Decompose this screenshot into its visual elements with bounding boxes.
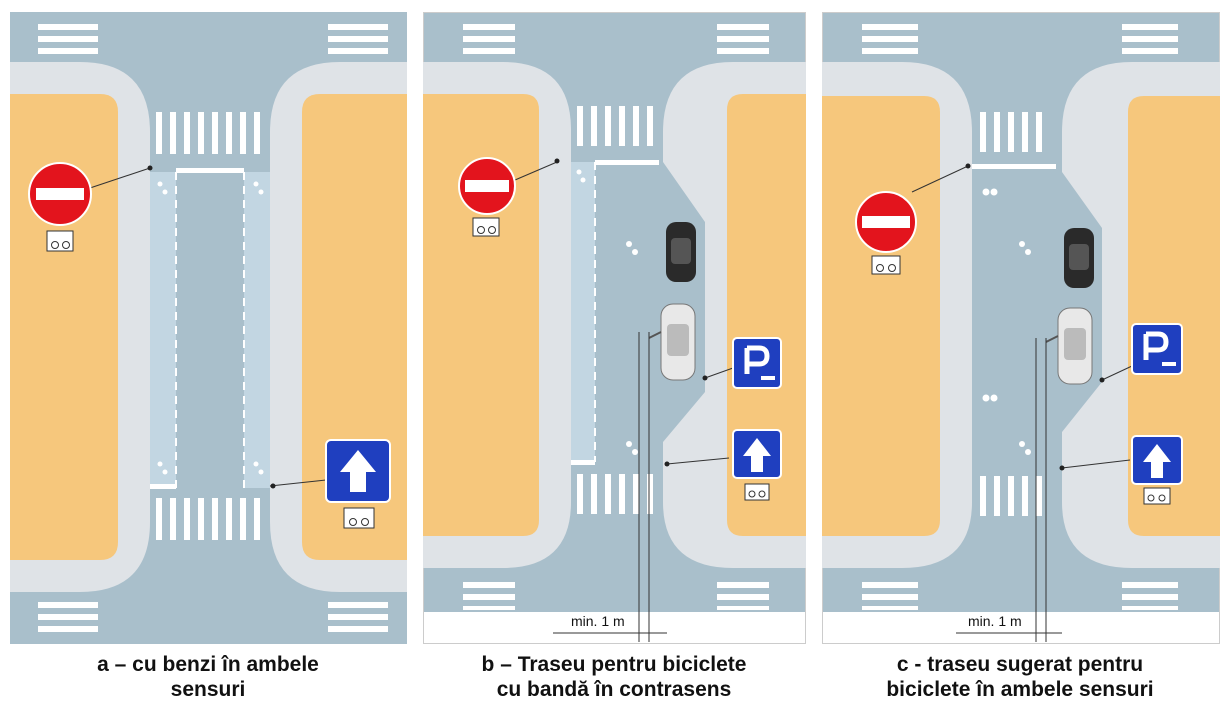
panel-b: min. 1 m	[423, 12, 806, 644]
measure-label: min. 1 m	[571, 613, 625, 629]
panel-a-drawing	[10, 12, 407, 644]
crossing-top	[980, 112, 1042, 152]
bicycle-plate-icon	[871, 255, 901, 275]
measure-strip	[423, 612, 806, 644]
sign-pointer-b2	[704, 367, 734, 379]
pointer-dot	[270, 483, 276, 489]
caption-c: c - traseu sugerat pentru biciclete în a…	[820, 652, 1220, 702]
bottom-crossing-marks	[38, 602, 388, 632]
bike-lane-left	[150, 172, 176, 488]
bottom-crossing-marks	[463, 582, 769, 610]
pointer-dot	[965, 163, 971, 169]
car-icon	[648, 303, 696, 381]
bicycle-plate-icon	[472, 217, 500, 237]
parking-sign-icon	[1131, 323, 1183, 375]
stop-line-top	[972, 164, 1056, 169]
caption-a: a – cu benzi în ambele sensuri	[8, 652, 408, 702]
left-building	[423, 94, 539, 536]
stop-line-top	[176, 168, 244, 173]
bicycle-plate-icon	[1143, 487, 1171, 505]
sign-pointer-c1	[911, 165, 969, 193]
one-way-arrow-sign-icon	[1131, 435, 1183, 485]
no-entry-sign-icon	[28, 162, 92, 226]
no-entry-sign-icon	[855, 191, 917, 253]
crossing-bottom	[156, 498, 260, 540]
left-building	[822, 96, 940, 536]
pointer-dot	[702, 375, 708, 381]
panel-c-drawing	[822, 12, 1220, 644]
bicycle-symbol-icon	[157, 181, 264, 475]
stop-line-bottom	[150, 484, 176, 489]
caption-c-line1: c - traseu sugerat pentru	[896, 653, 1144, 676]
panel-b-drawing	[423, 12, 806, 644]
bicycle-symbol-icon	[576, 169, 638, 455]
sign-pointer-a2	[269, 479, 327, 487]
sign-pointer-b1	[514, 161, 558, 181]
contraflow-bike-lane	[571, 162, 595, 462]
crossing-bottom	[980, 476, 1042, 516]
sign-pointer-c2	[1101, 365, 1133, 381]
caption-b: b – Traseu pentru biciclete cu bandă în …	[414, 652, 814, 702]
crossing-bottom	[577, 474, 653, 514]
caption-c-line2: biciclete în ambele sensuri	[886, 678, 1154, 701]
bicycle-plate-icon	[343, 507, 375, 529]
sign-pointer-a1	[89, 167, 151, 189]
bicycle-plate-icon	[46, 230, 74, 252]
top-crossing-marks	[463, 24, 769, 54]
panel-c: min. 1 m	[822, 12, 1220, 644]
caption-b-line1: b – Traseu pentru biciclete	[481, 653, 747, 676]
car-icon	[1064, 228, 1094, 288]
right-building	[1128, 96, 1220, 536]
crossing-top	[156, 112, 260, 154]
one-way-arrow-sign-icon	[732, 429, 782, 479]
sign-pointer-b3	[666, 457, 730, 465]
car-icon	[666, 222, 696, 282]
car-icon	[1045, 307, 1093, 385]
panel-a	[10, 12, 407, 644]
bicycle-symbol-icon	[982, 188, 1031, 455]
stop-line-top	[595, 160, 659, 165]
pointer-dot	[1059, 465, 1065, 471]
measure-strip	[822, 612, 1220, 644]
caption-b-line2: cu bandă în contrasens	[496, 678, 732, 701]
caption-a-line2: sensuri	[170, 678, 246, 701]
bicycle-plate-icon	[744, 483, 770, 501]
stop-line-bottom	[571, 460, 595, 465]
parking-sign-icon	[732, 337, 782, 389]
bike-lane-right	[244, 172, 270, 488]
sign-pointer-c3	[1061, 459, 1131, 469]
measure-label: min. 1 m	[968, 613, 1022, 629]
right-building	[727, 94, 806, 536]
no-entry-sign-icon	[458, 157, 516, 215]
pointer-dot	[664, 461, 670, 467]
bottom-crossing-marks	[862, 582, 1178, 610]
top-crossing-marks	[38, 24, 388, 54]
pointer-dot	[1099, 377, 1105, 383]
one-way-arrow-sign-icon	[325, 439, 391, 503]
caption-a-line1: a – cu benzi în ambele	[97, 653, 319, 676]
pointer-dot	[554, 158, 560, 164]
pointer-dot	[147, 165, 153, 171]
crossing-top	[577, 106, 653, 146]
top-crossing-marks	[862, 24, 1178, 54]
